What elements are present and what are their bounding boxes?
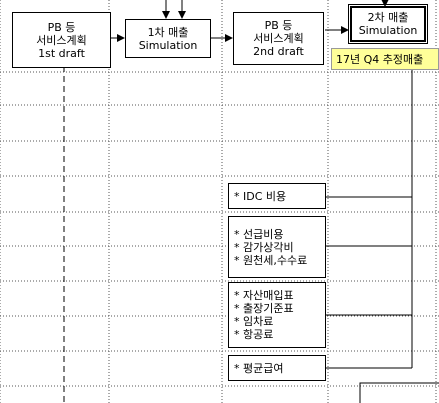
flow-arrows: [111, 0, 389, 42]
prepaid-cost-label: * 선급비용: [234, 227, 284, 241]
rent-label: * 임차료: [234, 315, 274, 328]
item-connectors: [326, 70, 439, 403]
sim1-line-2: Simulation: [138, 38, 198, 52]
pb-plan-1st-draft-box: PB 등 서비스계획 1st draft: [12, 12, 111, 68]
average-salary-box: * 평균급여: [228, 355, 326, 381]
airfare-label: * 항공료: [234, 328, 274, 341]
pb-plan-2nd-draft-box: PB 등 서비스계획 2nd draft: [233, 12, 324, 65]
travel-standard-label: * 출장기준표: [234, 302, 294, 315]
idc-cost-box: * IDC 비용: [228, 183, 326, 209]
pb-draft1-line-3: 1st draft: [38, 46, 85, 60]
pb-draft2-line-1: PB 등: [264, 19, 293, 32]
sim2-box[interactable]: 2차 매출 Simulation: [348, 4, 428, 44]
q4-estimate-note: 17년 Q4 추정매출: [331, 48, 439, 70]
sim2-line-2: Simulation: [358, 24, 418, 37]
depreciation-label: * 감가상각비: [234, 240, 294, 254]
idc-cost-label: * IDC 비용: [234, 189, 287, 203]
pb-draft1-line-2: 서비스계획: [36, 33, 87, 47]
sim2-line-1: 2차 매출: [367, 11, 409, 24]
asset-purchase-label: * 자산매입표: [234, 289, 294, 302]
pb-draft2-line-2: 서비스계획: [253, 32, 304, 45]
pb-draft1-line-1: PB 등: [47, 20, 76, 34]
sim1-box: 1차 매출 Simulation: [125, 19, 211, 58]
sim1-line-1: 1차 매출: [147, 25, 189, 39]
prepaid-depreciation-box: * 선급비용 * 감가상각비 * 원천세,수수료: [228, 216, 326, 278]
q4-estimate-note-text: 17년 Q4 추정매출: [336, 53, 424, 66]
pb-draft2-line-3: 2nd draft: [253, 45, 304, 58]
asset-travel-rent-box: * 자산매입표 * 출장기준표 * 임차료 * 항공료: [228, 282, 326, 348]
withholding-fee-label: * 원천세,수수료: [234, 253, 308, 267]
average-salary-label: * 평균급여: [234, 361, 284, 375]
